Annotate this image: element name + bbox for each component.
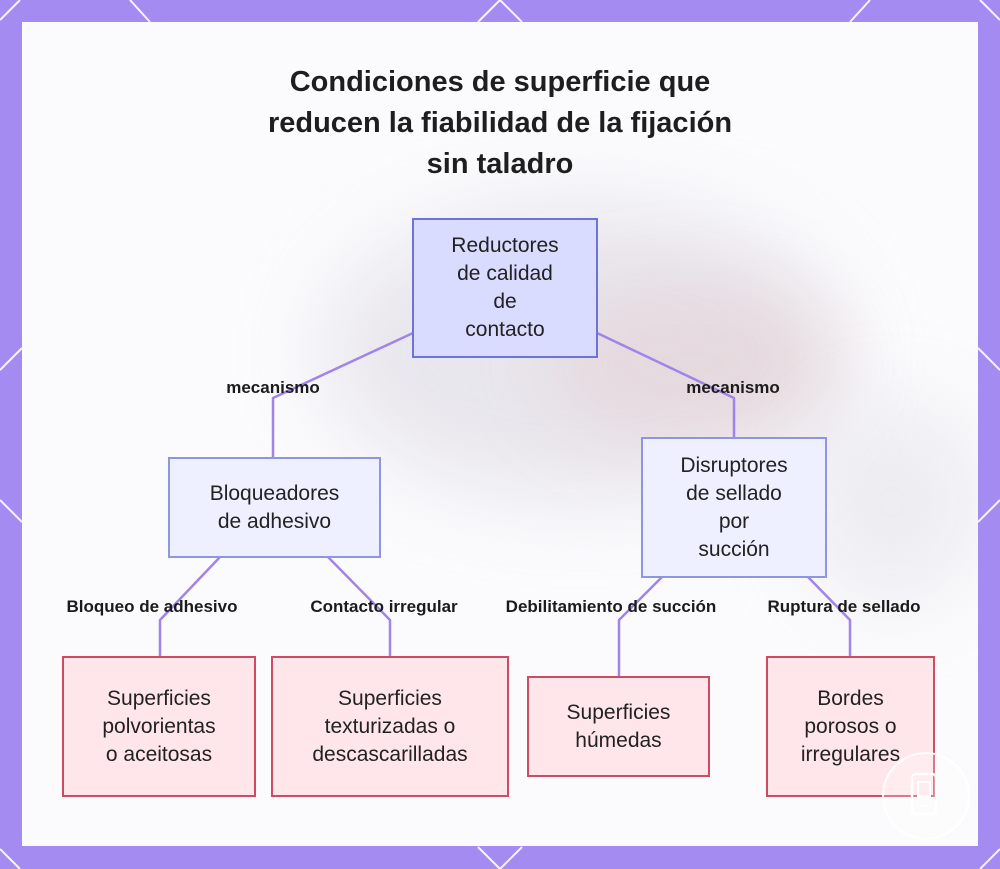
node-text: o aceitosas <box>105 742 213 766</box>
node-adhesive-blockers: Bloqueadores de adhesivo <box>168 457 381 558</box>
edge-label-suction-weakening: Debilitamiento de succión <box>505 597 717 616</box>
watermark-badge <box>882 752 970 840</box>
phone-icon <box>910 772 938 816</box>
node-text: de <box>493 290 517 313</box>
node-text: por <box>718 509 750 533</box>
edge-root-adhesive <box>271 331 414 458</box>
node-text: descascarilladas <box>312 742 468 766</box>
edge-label-mechanism-left: mecanismo <box>226 378 320 397</box>
node-text: polvorientas <box>102 714 216 738</box>
background-blur <box>802 402 978 602</box>
title-line: reducen la fiabilidad de la fijación <box>267 107 733 139</box>
node-text: porosos o <box>804 714 897 738</box>
edge-root-suction <box>596 331 736 438</box>
node-dusty-oily-surfaces: Superficies polvorientas o aceitosas <box>62 656 256 797</box>
title-line: sin taladro <box>426 148 574 180</box>
edge-adhesive-dusty <box>158 556 221 657</box>
node-text: Disruptores <box>680 453 788 477</box>
title-line: Condiciones de superficie que <box>289 66 711 98</box>
node-text: contacto <box>465 318 545 341</box>
node-text: Reductores <box>451 234 559 257</box>
edge-suction-porous <box>807 576 852 657</box>
node-text: Superficies <box>338 686 442 710</box>
edge-suction-wet <box>617 576 663 677</box>
node-suction-seal-disruptors: Disruptores de sellado por succión <box>641 437 827 578</box>
node-text: Superficies <box>566 700 671 724</box>
node-contact-quality-reducers: Reductores de calidad de contacto <box>412 218 598 358</box>
node-text: Bloqueadores <box>209 481 340 505</box>
node-text: de calidad <box>457 262 553 285</box>
edge-adhesive-textured <box>327 556 392 657</box>
node-text: succión <box>698 537 770 561</box>
node-text: Bordes <box>817 686 884 710</box>
node-text: de sellado <box>686 481 782 505</box>
node-wet-surfaces: Superficies húmedas <box>527 676 710 777</box>
edge-label-mechanism-right: mecanismo <box>686 378 780 397</box>
edge-label-adhesive-block: Bloqueo de adhesivo <box>66 597 238 616</box>
node-text: Superficies <box>107 686 211 710</box>
node-text: texturizadas o <box>324 714 456 738</box>
edge-label-seal-rupture: Ruptura de sellado <box>767 597 921 616</box>
node-text: de adhesivo <box>217 509 332 533</box>
node-text: irregulares <box>800 742 901 766</box>
node-textured-surfaces: Superficies texturizadas o descascarilla… <box>271 656 509 797</box>
node-text: húmedas <box>575 728 662 752</box>
diagram-title: Condiciones de superficie que reducen la… <box>0 62 1000 185</box>
edge-label-irregular-contact: Contacto irregular <box>310 597 458 616</box>
